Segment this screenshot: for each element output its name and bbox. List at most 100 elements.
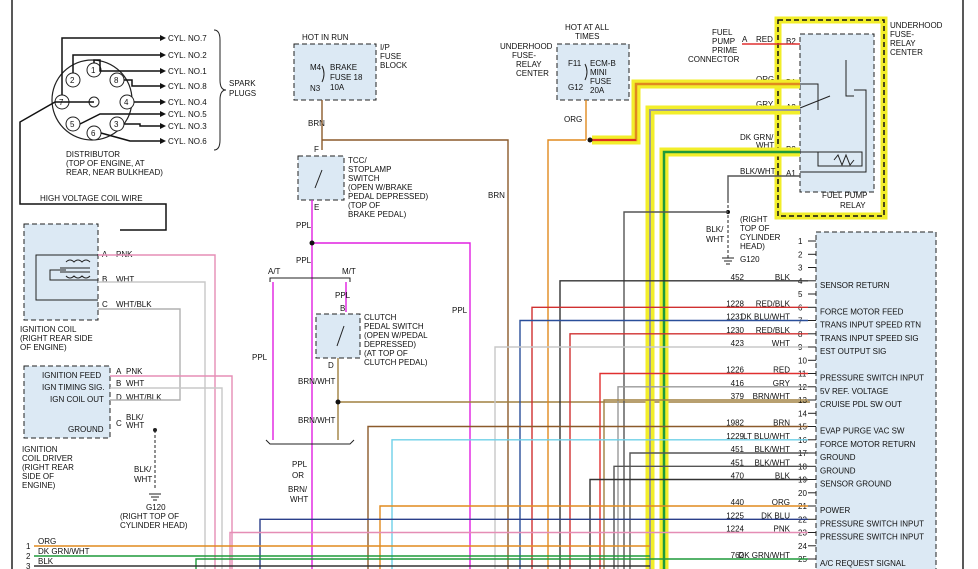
svg-text:CYL. NO.7: CYL. NO.7	[168, 34, 207, 43]
ecm-wire-color: ORG	[772, 498, 790, 507]
dist-term-8: 8	[114, 76, 119, 85]
svg-text:I/P: I/P	[380, 43, 390, 52]
svg-text:WHT: WHT	[126, 379, 144, 388]
dist-term-5: 5	[70, 120, 75, 129]
svg-text:A/T: A/T	[268, 267, 281, 276]
ecm-wire-circuit: 1229	[726, 432, 744, 441]
svg-text:DK GRN/: DK GRN/	[740, 133, 774, 142]
ecm-pin-label: PRESSURE SWITCH INPUT	[820, 533, 924, 542]
svg-text:OF ENGINE): OF ENGINE)	[20, 343, 67, 352]
svg-text:B: B	[116, 379, 121, 388]
svg-text:BLK/: BLK/	[706, 225, 724, 234]
ecm-wire	[367, 425, 808, 569]
svg-text:20A: 20A	[590, 86, 605, 95]
tcc-stoplamp-switch-box	[297, 155, 345, 201]
svg-text:(RIGHT REAR SIDE: (RIGHT REAR SIDE	[20, 334, 93, 343]
svg-text:GRY: GRY	[756, 100, 774, 109]
bottom-pin-2: 2	[26, 552, 31, 561]
svg-text:CLUTCH PEDAL): CLUTCH PEDAL)	[364, 358, 428, 367]
ecm-wire-color: BLK	[775, 273, 791, 282]
svg-text:WHT: WHT	[756, 141, 774, 150]
svg-text:RELAY: RELAY	[890, 39, 916, 48]
svg-text:BRN: BRN	[308, 119, 325, 128]
svg-text:BRN/: BRN/	[288, 485, 308, 494]
svg-text:WHT/BLK: WHT/BLK	[116, 300, 152, 309]
ecm-b-fuse-box	[556, 43, 630, 101]
svg-text:TOP OF: TOP OF	[740, 224, 770, 233]
ecm-pin-label: GROUND	[820, 453, 856, 462]
ecm-pin-1: 1	[798, 237, 803, 246]
ecm-wire	[613, 465, 808, 569]
svg-text:(RIGHT REAR: (RIGHT REAR	[22, 463, 74, 472]
svg-text:WHT/BLK: WHT/BLK	[126, 393, 162, 402]
svg-text:BLOCK: BLOCK	[380, 61, 408, 70]
ecm-wire-color: LT BLU/WHT	[743, 432, 790, 441]
svg-text:HOT IN RUN: HOT IN RUN	[302, 33, 349, 42]
svg-text:TCC/: TCC/	[348, 156, 367, 165]
svg-text:PNK: PNK	[126, 367, 143, 376]
ecm-wire-circuit: 1226	[726, 366, 744, 375]
ecm-wire-circuit: 1224	[726, 525, 744, 534]
ecm-wire-circuit: 379	[731, 392, 745, 401]
bottom-pin-3: 3	[26, 562, 31, 569]
svg-text:G120: G120	[740, 255, 760, 264]
ignition-coil-label: IGNITION COIL	[20, 325, 77, 334]
ecm-wire-circuit: 416	[731, 379, 745, 388]
svg-text:CYLINDER: CYLINDER	[740, 233, 781, 242]
svg-text:WHT: WHT	[134, 475, 152, 484]
svg-text:ECM-B: ECM-B	[590, 59, 616, 68]
svg-text:IGNITION FEED: IGNITION FEED	[42, 371, 101, 380]
ecm-pin-label: A/C REQUEST SIGNAL	[820, 559, 906, 568]
ecm-wire	[229, 531, 808, 569]
svg-text:WHT: WHT	[116, 275, 134, 284]
svg-text:B2: B2	[786, 37, 796, 46]
cylinder-labels: CYL. NO.7 CYL. NO.2 CYL. NO.1 CYL. NO.8 …	[168, 34, 207, 146]
ecm-wire	[259, 518, 808, 569]
svg-text:PPL: PPL	[296, 221, 312, 230]
svg-text:CYL. NO.6: CYL. NO.6	[168, 137, 207, 146]
svg-text:ORG: ORG	[564, 115, 582, 124]
ecm-wire-circuit: 1228	[726, 299, 744, 308]
svg-text:IGN COIL OUT: IGN COIL OUT	[50, 395, 104, 404]
ecm-wire	[519, 319, 808, 569]
ecm-wire	[569, 333, 808, 569]
svg-text:CYL. NO.3: CYL. NO.3	[168, 122, 207, 131]
svg-text:PPL: PPL	[335, 291, 351, 300]
svg-text:WHT: WHT	[706, 235, 724, 244]
ecm-pin-10: 10	[798, 356, 807, 365]
svg-text:C: C	[116, 419, 122, 428]
svg-text:TIMES: TIMES	[575, 32, 599, 41]
ecm-pin-3: 3	[798, 264, 803, 273]
svg-text:RED: RED	[756, 35, 773, 44]
ip-fuse-block-box	[293, 43, 377, 101]
svg-text:FUSE: FUSE	[380, 52, 401, 61]
ecm-pin-5: 5	[798, 290, 803, 299]
highlighted-wires	[592, 79, 800, 569]
ecm-pin-label: TRANS INPUT SPEED RTN	[820, 321, 921, 330]
svg-text:BRAKE PEDAL): BRAKE PEDAL)	[348, 210, 407, 219]
ecm-wire-color: RED/BLK	[756, 299, 791, 308]
svg-text:D: D	[116, 393, 122, 402]
ecm-wire-color: DK BLU/WHT	[741, 313, 790, 322]
svg-text:SIDE OF: SIDE OF	[22, 472, 54, 481]
svg-text:BLK/WHT: BLK/WHT	[740, 167, 776, 176]
ecm-wire	[379, 505, 808, 569]
ecm-wire-circuit: 423	[731, 339, 745, 348]
ecm-wire-color: RED/BLK	[756, 326, 791, 335]
ecm-wire-color: BRN/WHT	[753, 392, 790, 401]
ground-g120-left-icon	[149, 493, 161, 501]
svg-text:G120: G120	[146, 503, 166, 512]
svg-text:(TOP OF: (TOP OF	[348, 201, 380, 210]
bottom-pin-1: 1	[26, 542, 31, 551]
ecm-wire-circuit: 440	[731, 498, 745, 507]
ecm-wire-color: WHT	[772, 339, 790, 348]
ecm-wire-color: BLK	[775, 472, 791, 481]
svg-text:FUSE-: FUSE-	[890, 30, 914, 39]
svg-text:BRN/WHT: BRN/WHT	[298, 377, 335, 386]
svg-text:PLUGS: PLUGS	[229, 89, 256, 98]
svg-text:FUSE 18: FUSE 18	[330, 73, 363, 82]
svg-text:BLK/: BLK/	[126, 413, 144, 422]
svg-text:CYL. NO.4: CYL. NO.4	[168, 98, 207, 107]
ecm-wire-circuit: 1231	[726, 313, 744, 322]
